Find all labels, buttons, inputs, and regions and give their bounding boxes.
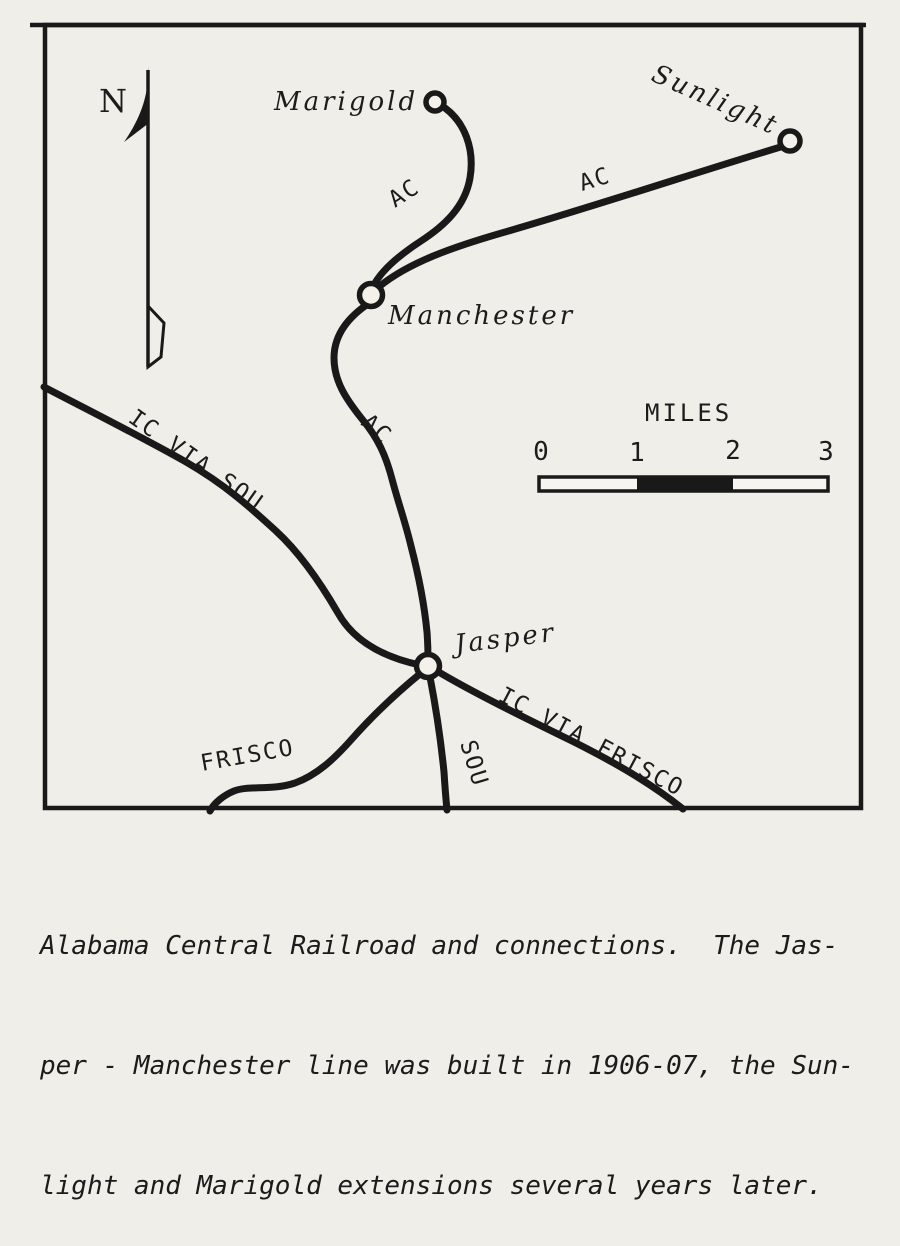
scale-tick-1: 1 bbox=[629, 438, 645, 468]
town-marker-jasper bbox=[413, 651, 443, 681]
scale-title: MILES bbox=[645, 399, 732, 427]
scale-tick-3: 3 bbox=[818, 437, 834, 467]
rail-label-ic-via-sou: IC VIA SOU bbox=[124, 405, 269, 517]
north-arrow-feather bbox=[146, 302, 166, 371]
scale-tick-0: 0 bbox=[533, 437, 549, 467]
map-border bbox=[42, 22, 864, 811]
town-label-jasper: Jasper bbox=[448, 618, 558, 661]
rail-label-ic-via-frisco: IC VIA FRISCO bbox=[494, 682, 688, 802]
rail-line-frisco bbox=[206, 669, 425, 815]
town-marker-marigold bbox=[423, 90, 447, 114]
rail-line-sou bbox=[426, 673, 451, 814]
town-label-sunlight: Sunlight bbox=[647, 59, 783, 142]
rail-label-frisco: FRISCO bbox=[199, 735, 297, 777]
north-label: N bbox=[99, 82, 127, 120]
rail-line-ic-via-sou bbox=[40, 383, 424, 669]
town-marker-sunlight bbox=[777, 128, 803, 154]
scale-bar-filled-segment bbox=[637, 476, 733, 492]
rail-line-ac-sunlight-branch bbox=[370, 142, 788, 295]
north-arrow-head bbox=[124, 66, 149, 142]
rail-line-ac-marigold-branch bbox=[368, 104, 475, 293]
rail-line-ac-mainline bbox=[330, 302, 432, 664]
railroad-map-canvas: N Marigold Sunlight Manchester Jasper AC… bbox=[30, 22, 866, 815]
rail-label-ac-sunlight-branch: AC bbox=[576, 163, 614, 197]
caption-line-2: per - Manchester line was built in 1906-… bbox=[40, 1051, 854, 1081]
scale-tick-2: 2 bbox=[725, 436, 741, 466]
rail-line-ic-via-frisco bbox=[433, 667, 687, 813]
town-marker-manchester bbox=[356, 280, 386, 310]
caption-line-3: light and Marigold extensions several ye… bbox=[40, 1171, 823, 1201]
town-label-manchester: Manchester bbox=[387, 301, 575, 331]
scale-bar: MILES 0 1 2 3 bbox=[533, 399, 834, 493]
caption-line-1: Alabama Central Railroad and connections… bbox=[40, 931, 839, 961]
railroad-map: N Marigold Sunlight Manchester Jasper AC… bbox=[30, 22, 866, 815]
rail-label-ac-marigold-branch: AC bbox=[384, 174, 425, 213]
figure-caption: Alabama Central Railroad and connections… bbox=[40, 846, 870, 1246]
rail-label-sou: SOU bbox=[454, 737, 493, 790]
town-label-marigold: Marigold bbox=[273, 87, 418, 117]
north-arrow-icon bbox=[124, 66, 166, 371]
